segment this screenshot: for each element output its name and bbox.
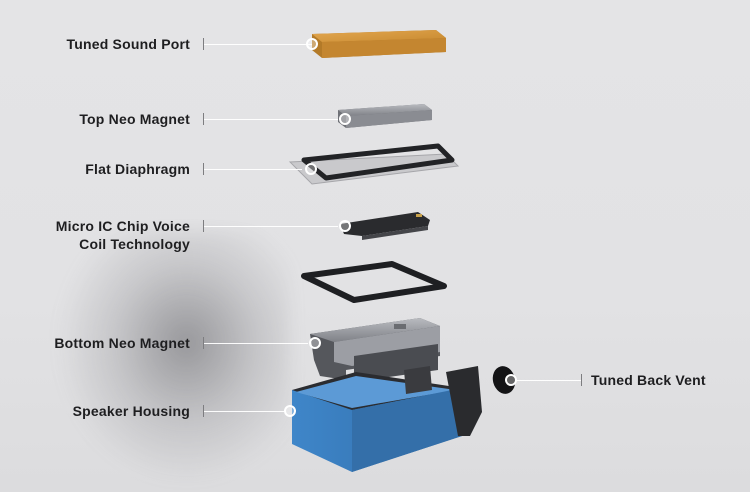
top-neo-magnet-part — [338, 104, 432, 128]
marker-top-magnet — [339, 113, 351, 125]
tuned-sound-port-part — [312, 30, 446, 58]
leader-diaphragm — [204, 169, 302, 170]
tick-diaphragm — [203, 163, 204, 175]
coil-frame-part — [301, 261, 447, 303]
leader-ic-chip — [204, 226, 338, 227]
marker-back-vent — [505, 374, 517, 386]
label-micro-ic-chip-line2: Coil Technology — [79, 236, 190, 252]
label-micro-ic-chip-line1: Micro IC Chip Voice — [55, 218, 190, 234]
tick-housing — [203, 405, 204, 417]
marker-bottom-magnet — [309, 337, 321, 349]
tick-ic-chip — [203, 220, 204, 232]
marker-ic-chip — [339, 220, 351, 232]
marker-housing — [284, 405, 296, 417]
leader-back-vent — [517, 380, 581, 381]
leader-top-magnet — [204, 119, 338, 120]
tuned-back-vent-part — [492, 366, 516, 394]
leader-housing — [204, 411, 284, 412]
leader-bottom-magnet — [204, 343, 308, 344]
tick-top-magnet — [203, 113, 204, 125]
label-top-neo-magnet: Top Neo Magnet — [79, 111, 190, 127]
tick-sound-port — [203, 38, 204, 50]
micro-ic-chip-part — [340, 212, 430, 240]
tick-back-vent — [581, 374, 582, 386]
background-shadow — [60, 230, 290, 480]
label-tuned-back-vent: Tuned Back Vent — [591, 372, 706, 388]
marker-sound-port — [306, 38, 318, 50]
marker-diaphragm — [305, 163, 317, 175]
label-tuned-sound-port: Tuned Sound Port — [66, 36, 190, 52]
label-bottom-neo-magnet: Bottom Neo Magnet — [54, 335, 190, 351]
label-flat-diaphragm: Flat Diaphragm — [85, 161, 190, 177]
flat-diaphragm-part — [288, 143, 460, 185]
speaker-housing-part — [292, 366, 482, 472]
label-speaker-housing: Speaker Housing — [72, 403, 190, 419]
tick-bottom-magnet — [203, 337, 204, 349]
leader-sound-port — [204, 44, 312, 45]
